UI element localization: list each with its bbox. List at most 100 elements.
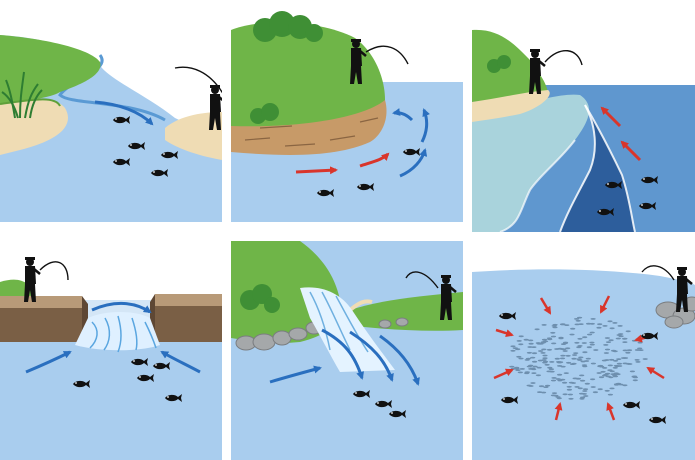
baitfish — [607, 320, 613, 323]
baitfish — [604, 389, 610, 392]
baitfish — [563, 372, 569, 374]
baitfish — [587, 333, 593, 336]
right-bank — [350, 292, 463, 331]
baitfish — [597, 388, 603, 391]
baitfish — [548, 368, 555, 371]
baitfish — [545, 384, 551, 387]
baitfish — [622, 341, 628, 343]
baitfish — [582, 351, 588, 354]
baitfish — [558, 336, 564, 339]
baitfish — [531, 372, 537, 374]
baitfish — [560, 354, 566, 357]
baitfish — [577, 316, 583, 319]
baitfish — [590, 318, 596, 320]
baitfish — [551, 342, 557, 345]
baitfish — [509, 365, 515, 368]
baitfish — [637, 341, 643, 344]
baitfish — [528, 368, 534, 370]
baitfish — [590, 378, 596, 381]
baitfish — [574, 341, 580, 344]
baitfish — [583, 395, 589, 397]
baitfish — [541, 338, 548, 341]
baitfish — [617, 325, 623, 327]
baitfish — [518, 343, 524, 346]
baitfish — [534, 328, 540, 331]
baitfish — [571, 357, 577, 360]
baitfish — [550, 335, 557, 338]
baitfish — [526, 351, 533, 354]
blue-arrow — [91, 302, 152, 314]
baitfish — [538, 350, 544, 352]
baitfish — [590, 362, 597, 365]
baitfish — [615, 337, 621, 340]
baitfish — [598, 376, 605, 379]
baitfish — [512, 347, 518, 349]
baitfish — [563, 341, 569, 344]
baitfish — [575, 319, 581, 322]
red-arrow — [495, 328, 514, 338]
bushes — [240, 284, 280, 313]
blue-arrow — [160, 350, 201, 374]
baitfish — [551, 392, 558, 394]
baitfish — [581, 342, 587, 344]
baitfish — [564, 324, 570, 326]
grassy-bank — [0, 35, 101, 104]
baitfish — [527, 346, 533, 348]
baitfish — [573, 352, 579, 354]
baitfish — [585, 357, 591, 360]
baitfish — [546, 348, 553, 351]
baitfish — [544, 363, 550, 366]
grassy-headland — [231, 22, 385, 127]
baitfish — [550, 394, 557, 397]
baitfish — [622, 337, 628, 340]
blue-arrow — [379, 334, 420, 386]
baitfish — [518, 335, 524, 338]
baitfish — [541, 348, 547, 351]
baitfish — [616, 362, 623, 365]
baitfish — [586, 346, 592, 349]
baitfish — [528, 339, 534, 342]
bait-ball — [509, 316, 648, 400]
baitfish — [578, 323, 584, 325]
baitfish — [621, 357, 627, 359]
baitfish — [616, 358, 622, 360]
baitfish — [570, 327, 576, 330]
baitfish — [551, 377, 557, 379]
baitfish — [596, 326, 602, 329]
baitfish — [550, 331, 556, 334]
baitfish — [568, 397, 574, 400]
baitfish — [549, 370, 555, 373]
baitfish — [574, 323, 580, 326]
baitfish — [616, 334, 622, 336]
baitfish — [530, 356, 536, 359]
baitfish — [551, 325, 557, 327]
baitfish — [632, 379, 638, 382]
baitfish — [579, 392, 585, 395]
baitfish — [604, 359, 610, 361]
baitfish — [586, 322, 592, 325]
blue-arrow — [399, 148, 428, 178]
baitfish — [516, 340, 522, 342]
baitfish — [572, 354, 578, 356]
red-arrow — [554, 402, 563, 421]
baitfish — [528, 385, 534, 387]
baitfish — [608, 339, 614, 342]
baitfish — [541, 324, 547, 326]
baitfish — [629, 370, 636, 373]
baitfish — [525, 357, 532, 360]
blue-arrow — [321, 328, 364, 380]
baitfish — [560, 365, 566, 368]
baitfish — [528, 342, 534, 345]
baitfish — [559, 357, 566, 360]
red-arrow — [599, 295, 611, 314]
baitfish — [531, 352, 538, 355]
baitfish — [528, 364, 534, 367]
panel-weir-gap — [0, 231, 222, 460]
baitfish — [535, 374, 542, 377]
rocky-point — [655, 296, 695, 329]
blue-arrow — [392, 108, 414, 122]
baitfish — [612, 366, 618, 369]
baitfish — [580, 396, 586, 399]
baitfish — [584, 382, 590, 385]
